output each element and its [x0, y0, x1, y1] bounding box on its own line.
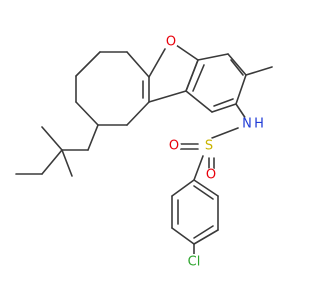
bond	[192, 64, 205, 92]
bond	[75, 101, 99, 126]
bond	[235, 103, 247, 120]
bond	[148, 90, 187, 103]
bond	[41, 126, 63, 151]
bond	[245, 66, 273, 76]
furan-oxygen-label: O	[166, 35, 176, 50]
molecule-diagram: O N H S O O Cl	[15, 35, 273, 270]
bond	[75, 51, 101, 77]
bond	[235, 74, 247, 105]
bond	[193, 225, 214, 239]
bonds	[15, 44, 273, 255]
chlorine-label: Cl	[188, 255, 201, 270]
atom-labels: O N H S O O Cl	[164, 35, 264, 270]
bond	[211, 127, 239, 139]
bond	[193, 155, 204, 181]
bond	[211, 103, 237, 113]
bond	[185, 90, 213, 113]
sulfonyl-oxygen-left-label: O	[169, 139, 179, 154]
sulfur-label: S	[205, 139, 213, 154]
bond	[175, 44, 199, 61]
nitrogen-hydrogen-label: H	[254, 117, 264, 132]
sulfonyl-oxygen-right-label: O	[206, 168, 216, 183]
nitrogen-label: N	[242, 117, 252, 132]
bond	[87, 124, 99, 151]
chemical-structure-canvas: O N H S O O Cl	[15, 34, 273, 270]
bond	[230, 59, 244, 76]
bond	[193, 185, 214, 200]
bond	[61, 149, 73, 177]
bond	[185, 59, 199, 92]
bond	[171, 227, 195, 245]
bond	[197, 53, 229, 61]
bond	[213, 98, 234, 107]
bond	[126, 51, 150, 78]
bond	[193, 229, 219, 245]
bond	[148, 48, 166, 78]
bond	[171, 179, 195, 197]
bond	[227, 53, 247, 76]
bond	[126, 101, 150, 126]
bond	[193, 179, 219, 197]
bond	[41, 149, 63, 175]
